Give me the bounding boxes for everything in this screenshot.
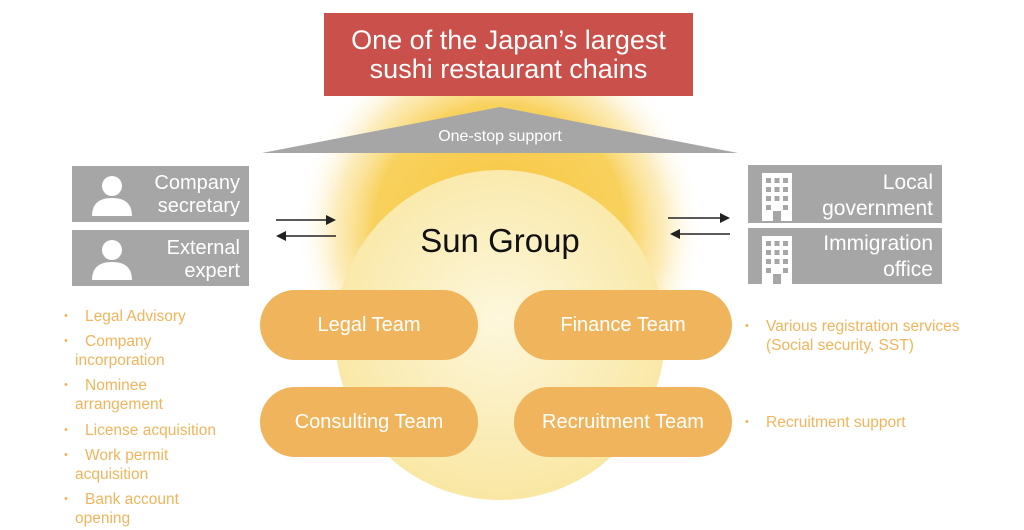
bullet-line-2: arrangement — [75, 396, 163, 413]
external-expert-box: External expert — [72, 230, 249, 286]
company-secretary-box: Company secretary — [72, 166, 249, 222]
list-item: • Various registration services (Social … — [745, 317, 1015, 413]
banner-line-2: sushi restaurant chains — [369, 53, 648, 84]
bullet-line-1: Nominee — [85, 377, 148, 394]
recruitment-team-pill: Recruitment Team — [514, 387, 732, 457]
external-expert-line-1: External — [166, 237, 240, 259]
sun-group-title: Sun Group — [420, 222, 580, 259]
bullet-dot: • — [745, 416, 749, 428]
roof-label: One-stop support — [438, 128, 562, 145]
bullet-line-1: Company — [85, 333, 152, 350]
list-item: • Nominee arrangement — [64, 376, 264, 421]
bullet-dot: • — [64, 335, 68, 347]
immigration-office-line-2: office — [883, 258, 933, 281]
local-government-line-2: government — [822, 197, 933, 220]
external-expert-line-2: expert — [184, 260, 240, 282]
bullet-line-2: acquisition — [75, 466, 149, 483]
bullet-line-2: (Social security, SST) — [766, 337, 914, 354]
person-icon — [92, 240, 132, 280]
bullet-dot: • — [64, 424, 68, 436]
building-icon — [762, 236, 792, 284]
list-item: • Bank account opening — [64, 490, 264, 530]
immigration-office-box: Immigration office — [748, 228, 942, 284]
bullet-line-1: Bank account — [85, 491, 179, 508]
bullet-line-2: opening — [75, 510, 131, 527]
local-government-line-1: Local — [882, 171, 933, 194]
immigration-office-line-1: Immigration — [823, 232, 933, 255]
list-item: • Legal Advisory — [64, 307, 264, 332]
top-banner: One of the Japan’s largest sushi restaur… — [324, 13, 693, 96]
bullet-line-1: Work permit — [85, 447, 169, 464]
list-item: • Work permit acquisition — [64, 446, 264, 490]
list-item: • License acquisition — [64, 421, 264, 446]
finance-team-pill: Finance Team — [514, 290, 732, 360]
left-services-list: • Legal Advisory • Company incorporation… — [64, 307, 264, 530]
local-government-box: Local government — [748, 165, 942, 223]
list-item: • Company incorporation — [64, 332, 264, 376]
roof-triangle — [262, 107, 738, 153]
bullet-dot: • — [64, 379, 68, 391]
right-exchange-arrows — [668, 213, 730, 239]
bullet-dot: • — [64, 310, 68, 322]
bullet-dot: • — [64, 493, 68, 505]
bullet-line-1: Legal Advisory — [85, 308, 186, 325]
bullet-line-2: incorporation — [75, 352, 165, 369]
bullet-line-1: License acquisition — [85, 422, 216, 439]
bullet-line-1: Recruitment support — [766, 414, 906, 431]
bullet-line-1: Various registration services — [766, 318, 960, 335]
left-exchange-arrows — [276, 215, 336, 241]
right-services-list: • Various registration services (Social … — [745, 317, 1015, 432]
legal-team-pill: Legal Team — [260, 290, 478, 360]
bullet-dot: • — [64, 449, 68, 461]
banner-line-1: One of the Japan’s largest — [351, 24, 666, 55]
company-secretary-line-1: Company — [154, 172, 240, 194]
person-icon — [92, 176, 132, 216]
list-item: • Recruitment support — [745, 413, 1015, 432]
bullet-dot: • — [745, 320, 749, 332]
building-icon — [762, 173, 792, 221]
company-secretary-line-2: secretary — [157, 195, 240, 217]
consulting-team-pill: Consulting Team — [260, 387, 478, 457]
